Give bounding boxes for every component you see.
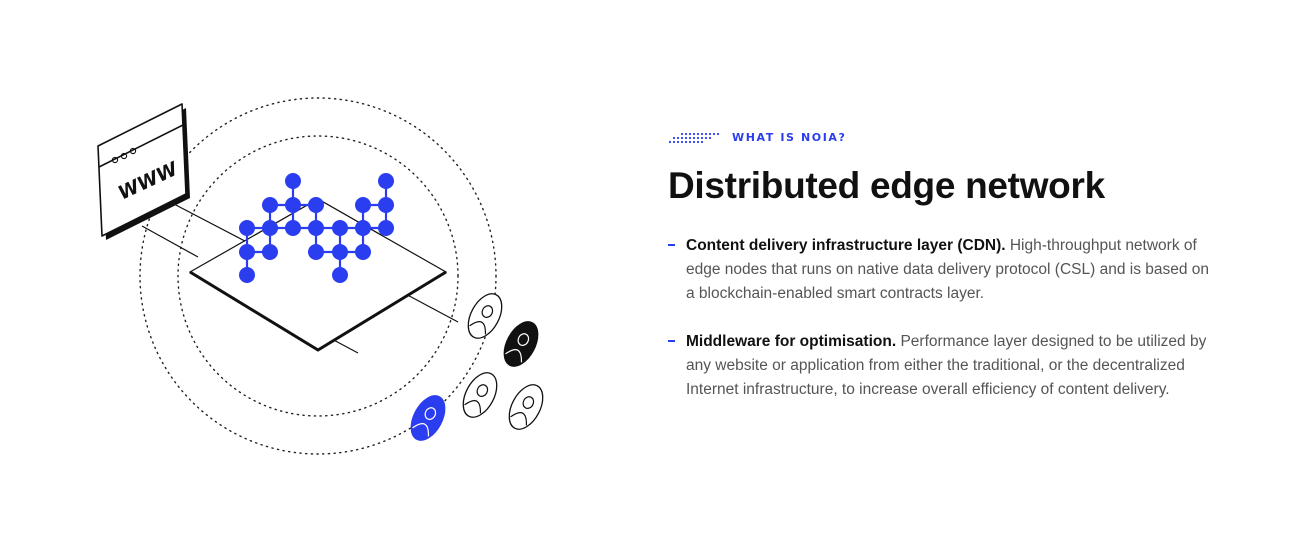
feature-item-cdn: Content delivery infrastructure layer (C… — [668, 234, 1228, 306]
user-icon — [508, 384, 544, 430]
section-title: Distributed edge network — [668, 165, 1105, 206]
feature-lead: Content delivery infrastructure layer (C… — [686, 237, 1006, 254]
network-illustration: WWW — [0, 0, 640, 547]
eyebrow-label: WHAT IS NOIA? — [732, 130, 847, 144]
feature-item-middleware: Middleware for optimisation. Performance… — [668, 330, 1228, 402]
user-icon — [503, 321, 539, 367]
network-illustration-svg: WWW — [97, 97, 544, 455]
user-icon — [462, 372, 498, 418]
browser-window-icon: WWW — [97, 103, 190, 240]
feature-description: Performance layer designed to be utilize… — [686, 333, 1207, 398]
feature-lead: Middleware for optimisation. — [686, 333, 897, 350]
dash-icon — [668, 244, 675, 246]
outer-orbit — [139, 97, 497, 455]
node-network-icon — [239, 173, 394, 283]
eyebrow: WHAT IS NOIA? — [668, 128, 1228, 146]
feature-text: Middleware for optimisation. Performance… — [686, 330, 1211, 402]
feature-text: Content delivery infrastructure layer (C… — [686, 234, 1211, 306]
user-icon — [467, 293, 503, 339]
inner-orbit — [177, 135, 459, 417]
dots-pattern-icon — [668, 132, 720, 144]
feature-list: Content delivery infrastructure layer (C… — [668, 234, 1228, 402]
user-icon — [410, 395, 446, 441]
dash-icon — [668, 340, 675, 342]
feature-section: WHAT IS NOIA? Distributed edge network C… — [668, 128, 1228, 426]
feature-description: High-throughput network of edge nodes th… — [686, 237, 1210, 302]
